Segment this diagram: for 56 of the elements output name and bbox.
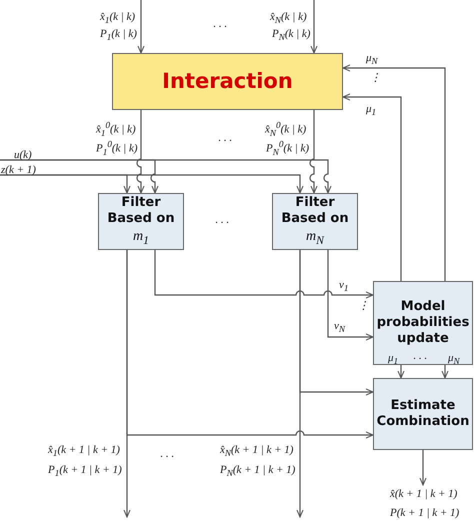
signal-label: · · · — [218, 136, 232, 147]
box-label: Model probabilities update — [376, 298, 470, 348]
signal-label: x̂$_{1}$(k + 1 | k + 1) — [48, 445, 120, 458]
signal-label: · · · — [413, 354, 427, 365]
filter-box — [98, 193, 184, 250]
arrow — [342, 64, 446, 281]
model-label: m$_{1}$ — [133, 228, 149, 248]
signal-label: ⋮ — [370, 73, 381, 84]
signal-label: ⋮ — [358, 301, 369, 312]
arrow — [126, 250, 374, 438]
signal-label: z(k + 1) — [1, 164, 36, 178]
signal-label: x̂$_{1}$$^{0}$(k | k) — [96, 121, 136, 138]
signal-label: μ$_{N}$ — [366, 53, 378, 66]
arrow — [398, 365, 404, 378]
signal-label: P$_{1}$$^{0}$(k | k) — [96, 140, 138, 158]
arrow — [310, 0, 318, 54]
arrow — [0, 174, 304, 194]
signal-label: P$_{N}$$^{0}$(k | k) — [266, 140, 310, 158]
signal-label: μ$_{1}$ — [388, 353, 398, 366]
filter-box — [272, 193, 358, 250]
signal-label: ν$_{1}$ — [339, 280, 348, 294]
model-label: m$_{N}$ — [306, 228, 324, 248]
process-box — [373, 281, 473, 365]
signal-label: μ$_{N}$ — [448, 353, 460, 366]
signal-label: P$_{N}$(k + 1 | k + 1) — [220, 465, 296, 478]
arrow — [342, 94, 402, 281]
process-box — [373, 378, 473, 450]
arrow — [136, 110, 144, 194]
signal-label: P$_{N}$(k | k) — [272, 29, 310, 42]
box-label: Filter Based on — [106, 195, 176, 228]
signal-label: x̂$_{N}$$^{0}$(k | k) — [265, 121, 306, 138]
signal-label: u(k) — [14, 149, 32, 162]
arrow — [299, 250, 374, 396]
signal-label: x̂$_{1}$(k | k) — [100, 12, 136, 26]
box-label: Interaction — [162, 68, 293, 95]
signal-label: P(k + 1 | k + 1) — [390, 506, 460, 520]
signal-label: x̂$_{N}$(k | k) — [270, 12, 307, 26]
signal-label: P$_{1}$(k + 1 | k + 1) — [48, 465, 122, 478]
arrow — [138, 0, 144, 54]
box-label: Estimate Combination — [376, 398, 470, 430]
signal-label: μ$_{1}$ — [366, 104, 376, 118]
signal-label: · · · — [160, 452, 174, 463]
interaction-box — [112, 53, 343, 110]
signal-label: x̂$_{N}$(k + 1 | k + 1) — [220, 445, 294, 458]
signal-label: · · · — [215, 218, 229, 229]
signal-label: P$_{1}$(k | k) — [100, 29, 137, 42]
arrow — [327, 250, 374, 340]
arrow — [420, 450, 426, 486]
signal-label: x̂(k + 1 | k + 1) — [390, 488, 458, 502]
box-label: Filter Based on — [280, 195, 350, 228]
arrow — [309, 110, 318, 194]
arrow — [154, 250, 374, 298]
arrow — [0, 159, 332, 194]
arrow — [442, 365, 448, 378]
signal-label: ν$_{N}$ — [334, 321, 345, 334]
signal-label: · · · — [213, 22, 227, 33]
